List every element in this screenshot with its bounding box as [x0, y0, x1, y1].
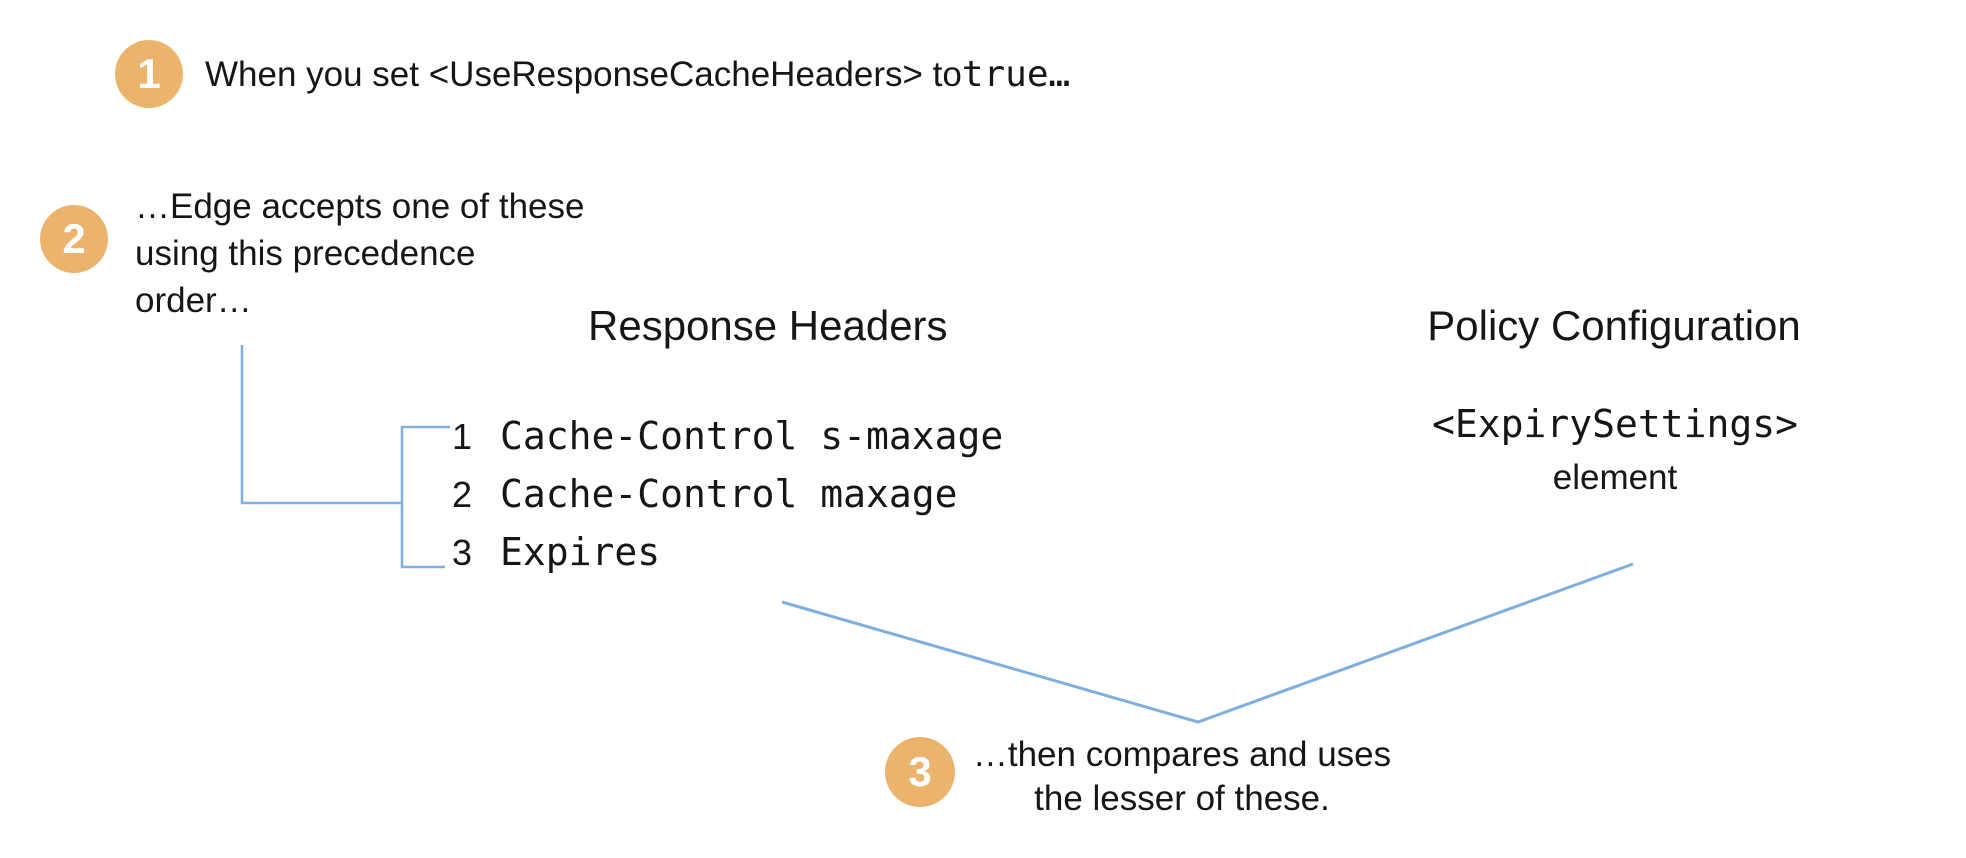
list-item: 2 Cache-Control maxage [452, 472, 1003, 530]
step-3-text-line-2: the lesser of these. [1034, 779, 1330, 818]
step-1-text-prefix: When you set <UseResponseCacheHeaders> t… [205, 54, 962, 94]
step-2-number: 2 [62, 215, 86, 262]
step-2-text-line-2: using this precedence [135, 234, 476, 273]
step-2-text-line-3: order… [135, 281, 252, 320]
step-3-badge: 3 [885, 737, 955, 807]
step-1-badge: 1 [115, 40, 183, 108]
list-item: 1 Cache-Control s-maxage [452, 414, 1003, 472]
policy-configuration-title: Policy Configuration [1427, 302, 1801, 349]
element-label: element [1552, 458, 1678, 497]
step-1-text: When you set <UseResponseCacheHeaders> t… [205, 40, 1070, 108]
item-rank: 2 [452, 474, 473, 515]
item-code: Expires [500, 530, 661, 574]
response-headers-list: 1 Cache-Control s-maxage 2 Cache-Control… [452, 414, 1003, 588]
step-2-badge: 2 [40, 205, 108, 273]
item-code: Cache-Control s-maxage [500, 414, 1004, 458]
step-3-text-line-1: …then compares and uses [972, 735, 1392, 774]
precedence-bracket-line [400, 425, 450, 569]
compare-v-line [781, 562, 1634, 724]
list-item: 3 Expires [452, 530, 1003, 588]
expiry-settings-code: <ExpirySettings> [1431, 402, 1799, 446]
step-1-number: 1 [137, 50, 161, 97]
step-1-code-true: true… [961, 53, 1071, 95]
step-3-text: …then compares and uses the lesser of th… [962, 733, 1402, 821]
item-rank: 3 [452, 532, 473, 573]
item-rank: 1 [452, 416, 473, 457]
step-2-text: …Edge accepts one of these using this pr… [135, 183, 584, 324]
item-code: Cache-Control maxage [500, 472, 958, 516]
response-headers-title: Response Headers [588, 302, 948, 349]
step2-elbow-line [240, 345, 401, 505]
step-3-number: 3 [908, 748, 932, 795]
step-2-text-line-1: …Edge accepts one of these [135, 187, 585, 226]
